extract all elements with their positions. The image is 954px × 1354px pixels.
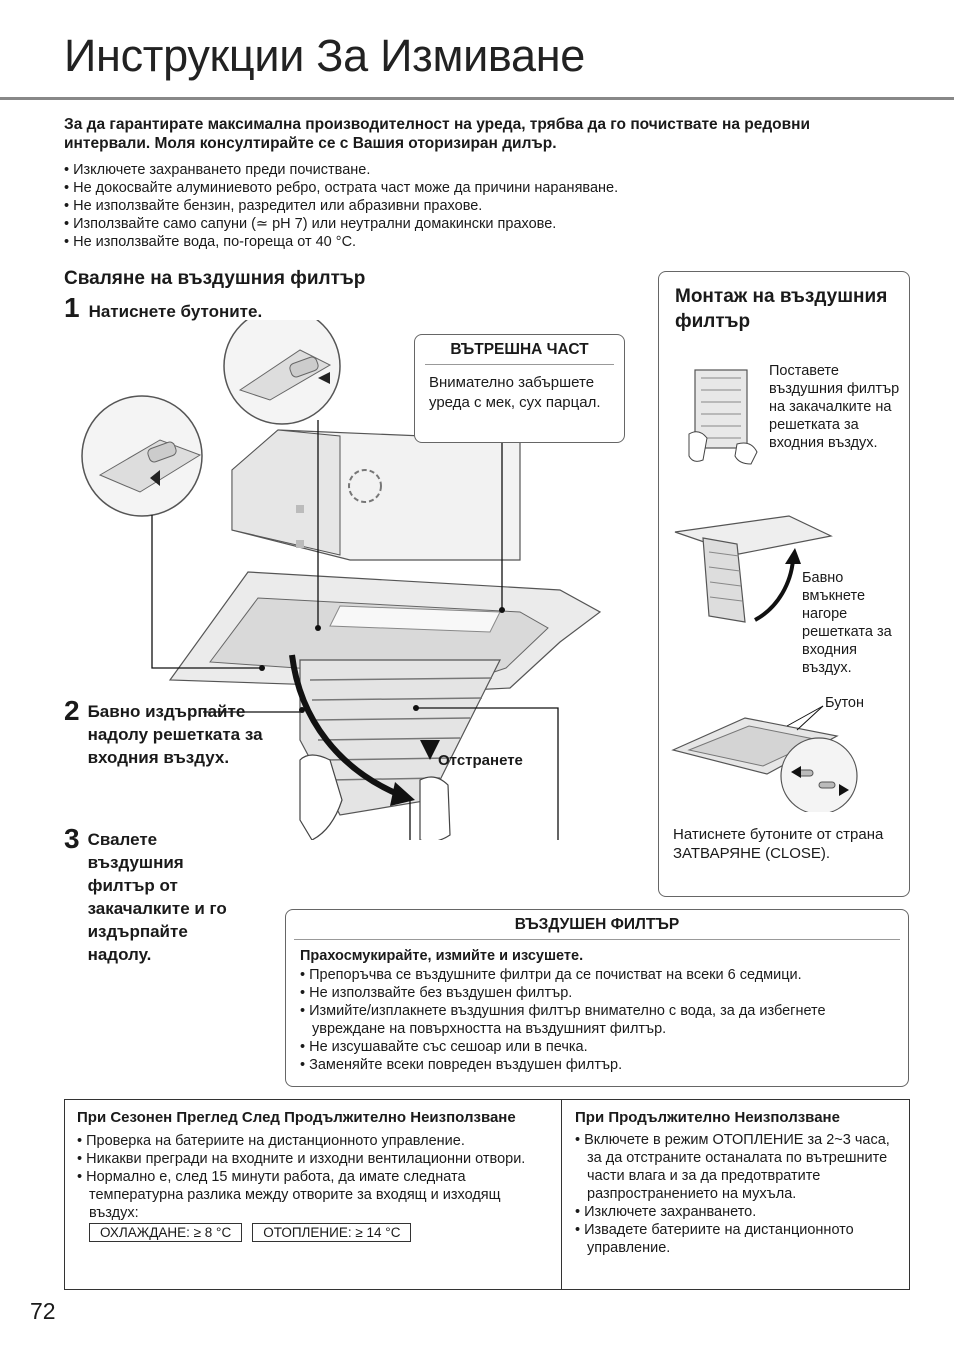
list-item: Проверка на батериите на дистанционното … — [77, 1132, 547, 1150]
title-divider — [0, 97, 954, 100]
seasonal-heading: При Сезонен Преглед След Продължително Н… — [77, 1108, 547, 1128]
inner-part-box: ВЪТРЕШНА ЧАСТ Внимателно забършете уреда… — [414, 334, 625, 443]
step-2: 2 Бавно издърпайте надолу решетката за в… — [64, 697, 268, 769]
list-item: Изключете захранването преди почистване. — [64, 161, 894, 179]
install-heading: Монтаж на въздушния филтър — [675, 284, 903, 334]
remove-label: Отстранете — [438, 752, 523, 769]
list-item: Не изсушавайте със сешоар или в печка. — [300, 1038, 900, 1056]
list-item: Изключете захранването. — [575, 1203, 900, 1221]
list-item: Извадете батериите на дистанционното упр… — [575, 1221, 900, 1257]
list-item: Не докосвайте алуминиевото ребро, острат… — [64, 179, 894, 197]
install-text-1: Поставете въздушния филтър на закачалкит… — [769, 362, 904, 452]
step-1: 1 Натиснете бутоните. — [64, 294, 262, 323]
step-number: 3 — [64, 825, 80, 966]
grille-close-illustration — [669, 702, 869, 812]
page-title: Инструкции За Измиване — [64, 30, 585, 82]
temperature-values: ОХЛАЖДАНЕ: ≥ 8 °C ОТОПЛЕНИЕ: ≥ 14 °C — [77, 1223, 547, 1242]
seasonal-check-column: При Сезонен Преглед След Продължително Н… — [77, 1108, 547, 1242]
column-divider — [561, 1100, 562, 1289]
long-unused-column: При Продължително Неизползване Включете … — [575, 1108, 900, 1257]
list-item: Никакви прегради на входните и изходни в… — [77, 1150, 547, 1168]
install-text-2: Бавно вмъкнете нагоре решетката за входн… — [802, 569, 902, 677]
maintenance-table: При Сезонен Преглед След Продължително Н… — [64, 1099, 910, 1290]
list-item: Препоръчва се въздушните филтри да се по… — [300, 966, 900, 984]
seasonal-list: Проверка на батериите на дистанционното … — [77, 1132, 547, 1222]
install-box: Монтаж на въздушния филтър Поставете въз… — [658, 271, 910, 897]
step-3: 3 Свалете въздушния филтър от закачалкит… — [64, 825, 248, 966]
removal-heading: Сваляне на въздушния филтър — [64, 268, 365, 290]
inner-part-text: Внимателно забършете уреда с мек, сух па… — [415, 365, 624, 413]
intro-text: За да гарантирате максимална производите… — [64, 115, 894, 153]
step-text: Бавно издърпайте надолу решетката за вхо… — [88, 697, 268, 769]
air-filter-heading: ВЪЗДУШЕН ФИЛТЪР — [294, 910, 900, 940]
air-filter-box: ВЪЗДУШЕН ФИЛТЪР Прахосмукирайте, измийте… — [285, 909, 909, 1087]
page-number: 72 — [30, 1298, 56, 1325]
list-item: Измийте/изплакнете въздушния филтър вним… — [300, 1002, 900, 1038]
inner-part-heading: ВЪТРЕШНА ЧАСТ — [425, 335, 614, 365]
install-text-3: Натиснете бутоните от страна ЗАТВАРЯНЕ (… — [673, 825, 893, 863]
air-filter-subheading: Прахосмукирайте, измийте и изсушете. — [300, 948, 583, 964]
unused-list: Включете в режим ОТОПЛЕНИЕ за 2~3 часа, … — [575, 1131, 900, 1257]
air-filter-list: Препоръчва се въздушните филтри да се по… — [300, 966, 900, 1074]
safety-list: Изключете захранването преди почистване.… — [64, 161, 894, 251]
unused-heading: При Продължително Неизползване — [575, 1108, 900, 1128]
step-number: 2 — [64, 697, 80, 769]
cooling-value: ОХЛАЖДАНЕ: ≥ 8 °C — [89, 1223, 242, 1242]
list-item: Използвайте само сапуни (≃ pH 7) или неу… — [64, 215, 894, 233]
step-text: Свалете въздушния филтър от закачалките … — [88, 825, 248, 966]
list-item: Не използвайте вода, по-гореща от 40 °C. — [64, 233, 894, 251]
step-number: 1 — [64, 294, 80, 322]
list-item: Нормално е, след 15 минути работа, да им… — [77, 1168, 547, 1222]
list-item: Не използвайте бензин, разредител или аб… — [64, 197, 894, 215]
list-item: Не използвайте без въздушен филтър. — [300, 984, 900, 1002]
list-item: Заменяйте всеки повреден въздушен филтър… — [300, 1056, 900, 1074]
list-item: Включете в режим ОТОПЛЕНИЕ за 2~3 часа, … — [575, 1131, 900, 1203]
filter-hanging-illustration — [687, 364, 767, 468]
heating-value: ОТОПЛЕНИЕ: ≥ 14 °C — [252, 1223, 411, 1242]
